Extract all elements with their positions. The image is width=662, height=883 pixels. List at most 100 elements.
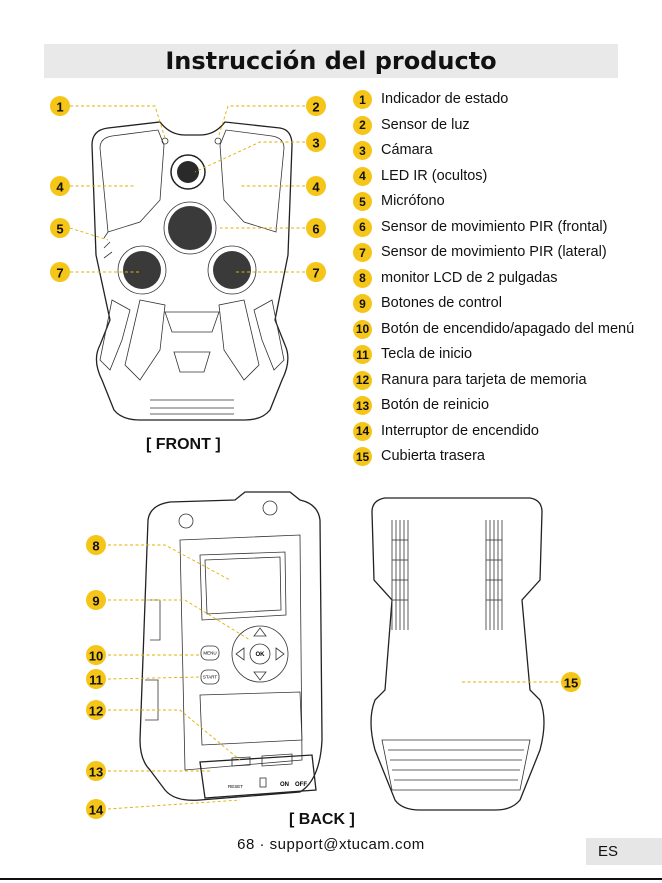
- menu-button[interactable]: [200, 645, 220, 661]
- rear-right-ribs: [485, 520, 503, 630]
- legend-badge: 10: [353, 319, 372, 339]
- reset-button[interactable]: [259, 777, 267, 788]
- ok-button[interactable]: [249, 643, 271, 665]
- front-grip-left: [99, 299, 131, 371]
- right-arrow-button[interactable]: [275, 647, 285, 661]
- svg-text:8: 8: [92, 539, 99, 554]
- front-base-lines: [150, 399, 234, 415]
- svg-text:2: 2: [312, 100, 319, 115]
- rear-cover-drawing: [370, 497, 545, 811]
- ok-label: OK: [256, 652, 266, 658]
- back-side-ridge: [150, 599, 161, 641]
- svg-text:7: 7: [312, 266, 319, 281]
- back-mount-hole-right: [262, 500, 278, 516]
- legend-badge: 7: [353, 243, 372, 262]
- bottom-rule: [0, 878, 662, 880]
- up-arrow-button[interactable]: [253, 627, 267, 637]
- front-ir-panel-left: [99, 129, 165, 233]
- language-tab: ES: [586, 838, 662, 865]
- callout-11: 11: [86, 669, 106, 689]
- rear-grille-lines: [388, 749, 524, 781]
- svg-text:6: 6: [312, 222, 319, 237]
- lcd-inner: [204, 556, 282, 615]
- legend-badge: 3: [353, 141, 372, 160]
- svg-text:15: 15: [564, 676, 578, 691]
- svg-text:7: 7: [56, 266, 63, 281]
- callout-5: 5: [50, 218, 70, 238]
- reset-label: RESET: [228, 784, 243, 789]
- lcd-screen-icon: [199, 551, 287, 621]
- page-footer: 68 · support@xtucam.com: [237, 836, 425, 853]
- front-vent-bottom: [173, 351, 211, 373]
- callout-7-left: 7: [50, 262, 70, 282]
- on-label: ON: [280, 782, 289, 788]
- callout-6: 6: [306, 218, 326, 238]
- svg-text:4: 4: [56, 180, 64, 195]
- power-switch-icon[interactable]: [261, 753, 293, 767]
- back-side-ridge-2: [145, 679, 159, 721]
- legend-badge: 8: [353, 268, 372, 288]
- callout-9: 9: [86, 590, 106, 610]
- pir-side-right-icon: [213, 251, 251, 289]
- legend-badge: 13: [353, 396, 372, 415]
- callout-1: 1: [50, 96, 70, 116]
- svg-text:11: 11: [89, 673, 103, 688]
- pir-front-icon: [168, 206, 212, 250]
- svg-text:12: 12: [89, 704, 103, 719]
- front-vent-top: [164, 311, 220, 333]
- front-panel-low-left: [124, 299, 166, 381]
- legend-badge: 2: [353, 115, 372, 135]
- callout-13: 13: [86, 761, 106, 781]
- front-caption: [ FRONT ]: [146, 436, 221, 453]
- callout-4-left: 4: [50, 176, 70, 196]
- light-sensor-dot: [214, 137, 222, 145]
- back-caption: [ BACK ]: [289, 811, 355, 828]
- mic-slots-icon: [103, 231, 113, 259]
- rear-cover-outline: [370, 497, 545, 811]
- pir-front-ring: [163, 201, 217, 255]
- front-ir-panel-right: [219, 129, 285, 233]
- svg-text:9: 9: [92, 594, 99, 609]
- sd-slot-icon: [231, 756, 251, 767]
- legend-badge: 11: [353, 345, 372, 364]
- left-arrow-button[interactable]: [235, 647, 245, 661]
- legend-badge: 6: [353, 217, 372, 237]
- legend-badge: 1: [353, 90, 372, 109]
- legend-badge: 4: [353, 166, 372, 186]
- down-arrow-button[interactable]: [253, 671, 267, 681]
- svg-text:1: 1: [56, 100, 63, 115]
- svg-text:4: 4: [312, 180, 320, 195]
- rear-left-ribs: [391, 520, 409, 630]
- legend-badge: 5: [353, 192, 372, 211]
- legend-badge: 14: [353, 421, 372, 441]
- start-button[interactable]: [200, 669, 220, 685]
- front-body-outline: [91, 121, 293, 421]
- legend-badge: 15: [353, 447, 372, 466]
- back-mount-hole-left: [178, 513, 194, 529]
- dpad-ring: [231, 625, 289, 683]
- title-bar: Instrucción del producto: [44, 44, 618, 78]
- legend-badge: 9: [353, 294, 372, 313]
- callout-8: 8: [86, 535, 106, 555]
- off-label: OFF: [295, 782, 307, 788]
- pir-side-left-ring: [117, 245, 167, 295]
- callout-10: 10: [86, 645, 106, 665]
- callout-15: 15: [561, 672, 581, 692]
- svg-text:5: 5: [56, 222, 63, 237]
- camera-lens-icon: [177, 161, 199, 183]
